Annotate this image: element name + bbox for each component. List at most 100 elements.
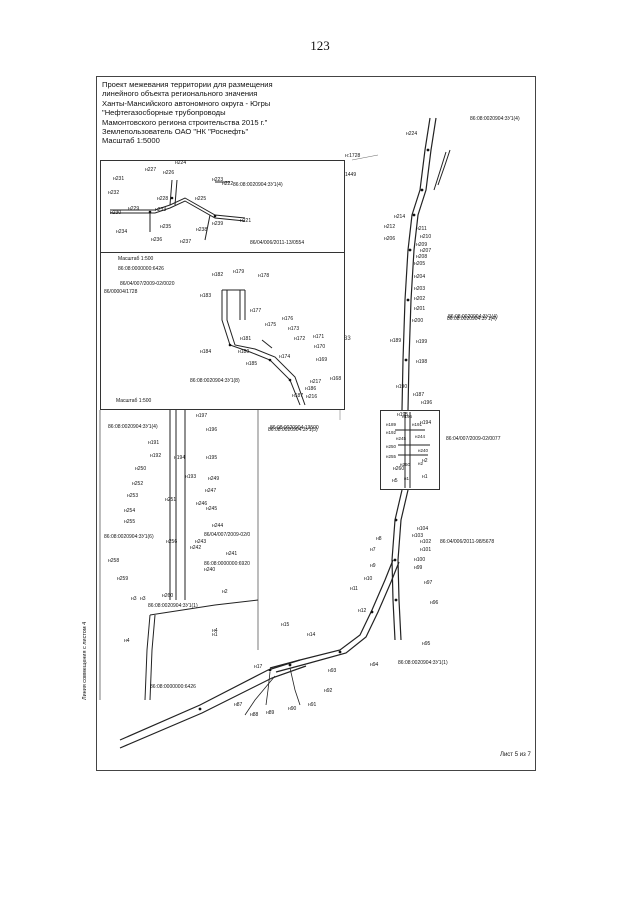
detail-inset-junction [380,410,440,490]
map-label: н226 [163,170,174,176]
map-label: н252 [132,481,143,487]
inset-scale: Масштаб 1:500 [116,398,152,404]
title-line: Землепользователь ОАО "НК "Роснефть" [102,127,249,137]
map-label: н104 [417,526,428,532]
map-label: н243 [195,539,206,545]
title-line: "Нефтегазосборные трубопроводы [102,108,226,118]
cadastral-label: 86:08:0020904:3У1(4) [447,316,497,322]
cadastral-label: 86:08:0020904:3У1(4) [233,182,283,188]
map-label: н259 [117,576,128,582]
title-line: линейного объекта регионального значения [102,89,258,99]
map-label: н192 [386,430,396,435]
map-label: н205 [414,261,425,267]
title-line: Ханты-Мансийского автономного округа - Ю… [102,98,271,108]
edge-mark: 86:08:0020904:3У1(4) [448,314,498,320]
edge-mark: 86:08:0020904:13500 [270,425,319,431]
cadastral-label: 86:04/007/2009-02/0077 [446,436,501,442]
map-label: н225 [195,196,206,202]
map-label: н1 [404,476,409,481]
map-label: н236 [151,237,162,243]
map-label: н206 [384,236,395,242]
map-label: н229 [128,206,139,212]
map-label: н209 [416,242,427,248]
cadastral-label: 86:08:0020904:3У1(5) [268,427,318,433]
map-label: н95 [422,641,431,647]
title-line: Масштаб 1:5000 [102,136,160,146]
map-label: н230 [110,210,121,216]
map-label: н170 [314,344,325,350]
map-label: н196 [206,427,217,433]
cadastral-label: 86:08:0020904:3У1(4) [108,424,158,430]
map-label: н17 [254,664,263,670]
map-label: н182 [212,272,223,278]
map-label: н233 [155,207,166,213]
map-label: н239 [212,221,223,227]
map-label: н97 [424,580,433,586]
map-label: н223 [212,177,223,183]
map-label: н196 [421,400,432,406]
map-label: н195 [397,412,408,418]
page-number: 123 [310,38,330,53]
map-label: н8 [376,536,382,542]
cadastral-label: н:1728 [345,153,360,159]
map-label: н260 [393,466,404,472]
map-label: н195 [206,455,217,461]
map-label: н260 [400,462,410,467]
map-label: н2 [422,458,428,464]
map-label: н255 [124,519,135,525]
map-label: н100 [414,557,425,563]
map-label: н240 [418,448,428,453]
map-label: н92 [324,688,333,694]
cadastral-label: 86/00004/1728 [104,289,138,295]
cadastral-label: 86/04/007/2009-02/0 [204,532,250,538]
map-label: н15 [281,622,290,628]
map-label: н171 [313,334,324,340]
map-label: н194 [420,420,431,426]
cadastral-label: 86:08:0000000:6920 [204,561,250,567]
cadastral-label: 86/04/007/2009-02/0020 [120,281,175,287]
map-label: н196 [402,414,412,419]
map-label: н224 [175,160,186,166]
map-label: н231 [113,176,124,182]
map-label: н207 [420,248,431,254]
map-label: н88 [250,712,259,718]
map-label: н260 [162,593,173,599]
map-label: н1 [212,632,218,638]
inset-divider [100,252,345,253]
map-label: н203 [414,286,425,292]
map-label: н187 [292,393,303,399]
map-label: н258 [108,558,119,564]
map-label: н169 [316,357,327,363]
map-label: н172 [294,336,305,342]
map-label: н246 [196,501,207,507]
title-block: Проект межевания территории для размещен… [102,80,352,146]
cadastral-label: 86:08:0020904:3У1(4) [470,116,520,122]
map-label: н244 [415,434,425,439]
map-label: н199 [416,339,427,345]
map-label: н234 [116,229,127,235]
map-label: н184 [200,349,211,355]
match-line-note: Линия совмещения с листом 4 [82,621,88,700]
map-label: н190 [396,384,407,390]
cadastral-label: 86:08:0020904:3У1(8) [190,378,240,384]
map-label: н238 [196,227,207,233]
map-label: н200 [412,318,423,324]
map-label: н177 [250,308,261,314]
map-label: н176 [282,316,293,322]
map-label: н187 [413,392,424,398]
map-label: н254 [124,508,135,514]
map-label: н103 [412,533,423,539]
map-label: н221 [240,218,251,224]
map-label: н2 [222,589,228,595]
inset-scale: Масштаб 1:500 [118,256,154,262]
map-label: н194 [174,455,185,461]
map-label: н191 [148,440,159,446]
map-label: н91 [308,702,317,708]
map-label: н201 [414,306,425,312]
map-label: н249 [208,476,219,482]
map-label: н102 [420,539,431,545]
map-label: н99 [414,565,423,571]
